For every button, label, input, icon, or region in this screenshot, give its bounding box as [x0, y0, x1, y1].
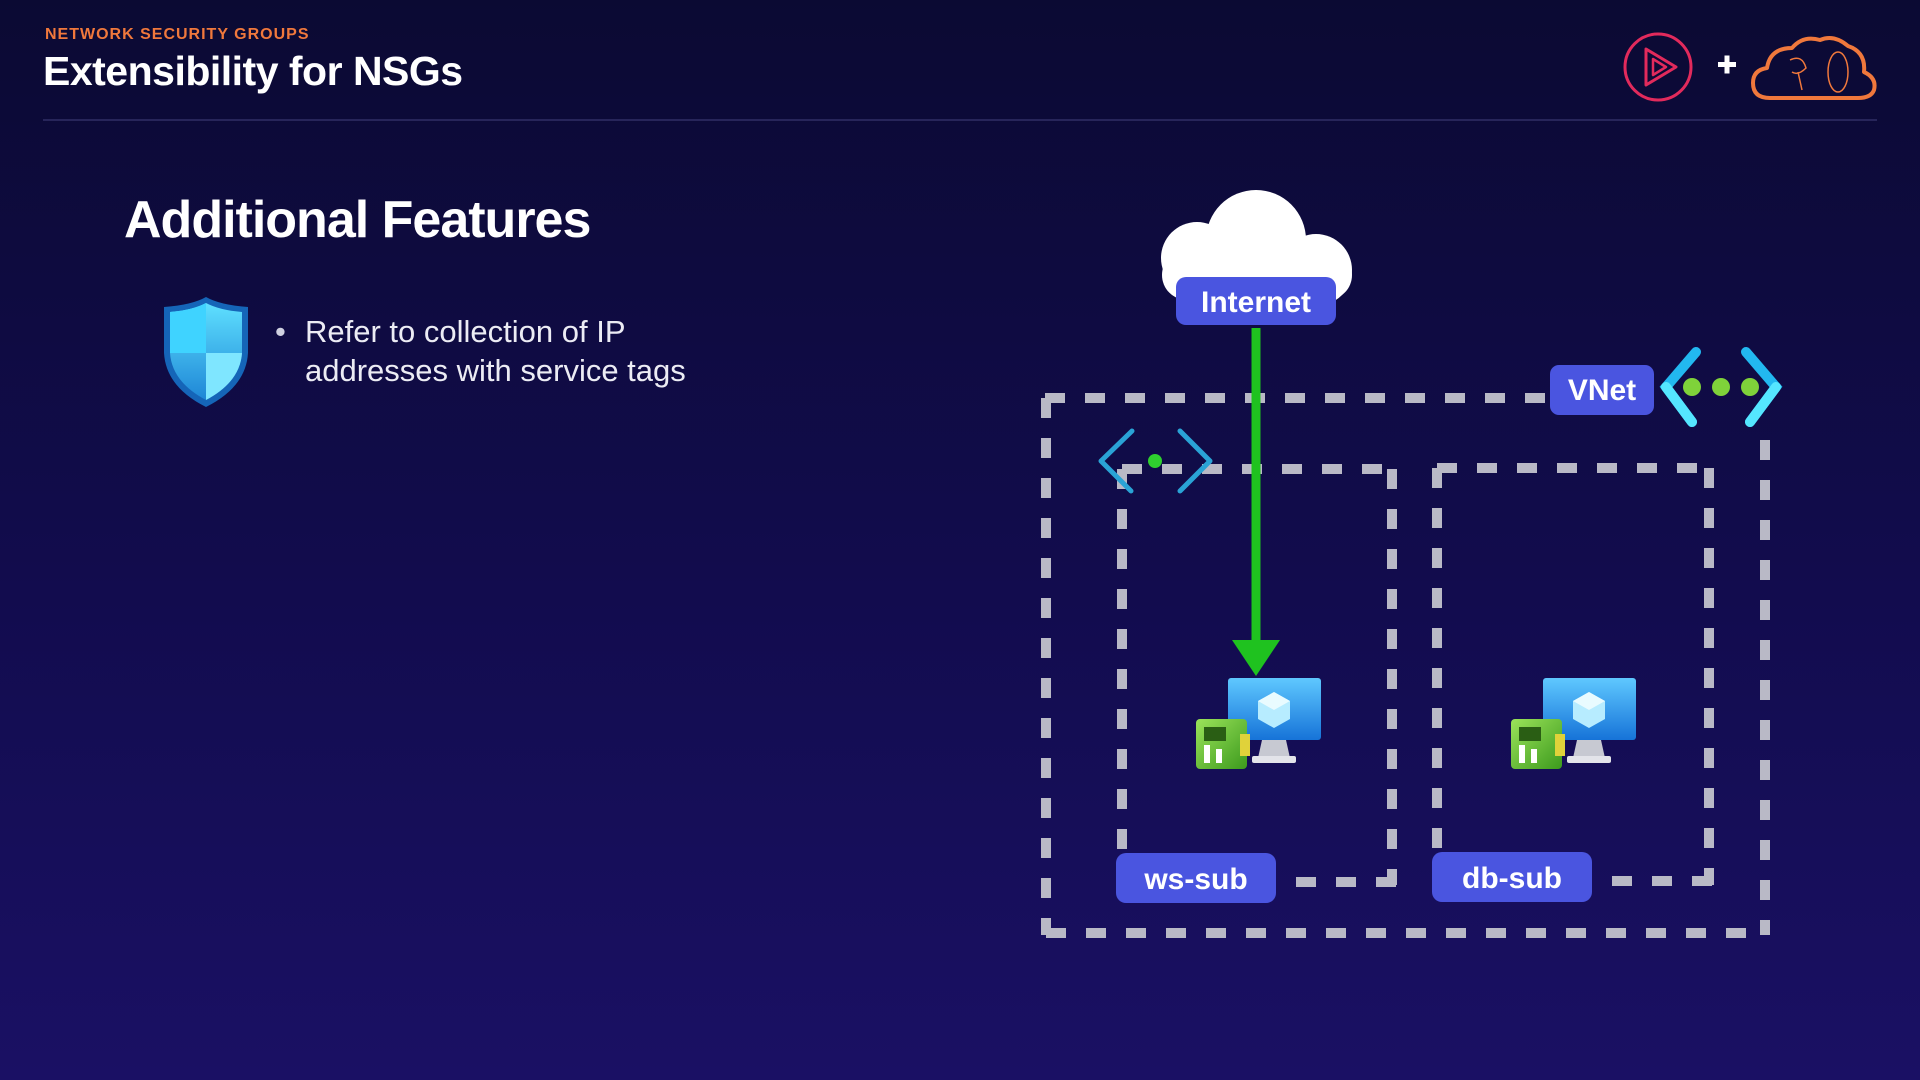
- network-card-icon: [1511, 719, 1565, 769]
- db-sub-label: db-sub: [1432, 852, 1592, 902]
- bullet-text: Refer to collection of IP addresses with…: [305, 312, 795, 390]
- section-title: Additional Features: [124, 191, 591, 249]
- ws-sub-label: ws-sub: [1116, 853, 1276, 903]
- monitor-icon: [1543, 678, 1636, 763]
- vnet-icon: [1659, 347, 1783, 427]
- db-sub-label-text: db-sub: [1462, 862, 1562, 895]
- vnet-label: VNet: [1550, 365, 1654, 415]
- cloud-logo-icon: [1751, 36, 1877, 100]
- vnet-boundary: [1041, 393, 1770, 938]
- vnet-label-text: VNet: [1568, 374, 1636, 407]
- bullet-marker: •: [275, 314, 286, 349]
- monitor-icon: [1228, 678, 1321, 763]
- brand-logos: [1623, 32, 1877, 102]
- ws-sub-label-text: ws-sub: [1143, 863, 1247, 896]
- bullet-line-1: Refer to collection of IP: [305, 314, 626, 349]
- shield-icon: [164, 297, 248, 407]
- play-logo-icon: [1623, 32, 1693, 102]
- network-card-icon: [1196, 719, 1250, 769]
- internet-label-text: Internet: [1201, 286, 1311, 319]
- traffic-arrow: [1232, 328, 1280, 676]
- header-divider: [43, 119, 1877, 121]
- db-sub-boundary: [1432, 463, 1714, 886]
- bullet-line-2: addresses with service tags: [305, 353, 686, 388]
- subnet-icon: [1098, 428, 1213, 494]
- plus-icon: [1718, 55, 1736, 74]
- page-title: Extensibility for NSGs: [43, 48, 463, 94]
- internet-label: Internet: [1176, 277, 1336, 325]
- cloud-icon: [1161, 190, 1352, 306]
- eyebrow-label: NETWORK SECURITY GROUPS: [45, 26, 310, 43]
